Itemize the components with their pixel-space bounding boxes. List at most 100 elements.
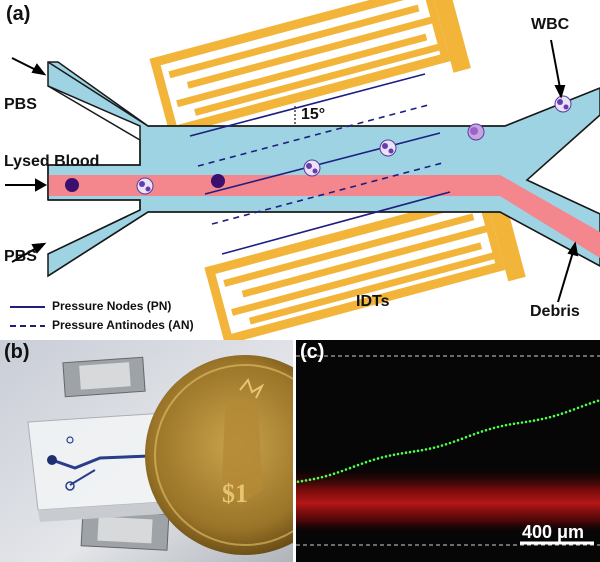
bead-dot xyxy=(460,437,464,441)
bead-dot xyxy=(320,475,324,479)
wbc-cell xyxy=(554,95,572,113)
pbs-top-label: PBS xyxy=(4,96,37,113)
bead-dot xyxy=(496,425,500,429)
bead-dot xyxy=(368,459,372,463)
bead-dot xyxy=(584,403,588,407)
bead-dot xyxy=(528,419,532,423)
bead-dot xyxy=(408,450,412,454)
bead-dot xyxy=(364,460,368,464)
bead-dot xyxy=(360,462,364,465)
bead-dot xyxy=(508,423,512,426)
channel-walls xyxy=(47,61,600,277)
bead-dot xyxy=(400,452,404,455)
bead-dot xyxy=(324,474,328,478)
bead-dot xyxy=(560,412,564,415)
bead-dot xyxy=(332,472,336,476)
bead-dot xyxy=(580,405,584,408)
rbc-cell xyxy=(211,174,225,188)
blood-stream xyxy=(47,165,600,258)
pressure-node-lines xyxy=(189,73,451,255)
bead-dot xyxy=(300,479,304,483)
bead-dot xyxy=(596,399,600,403)
bead-dot xyxy=(532,419,536,422)
bead-dot xyxy=(520,421,524,424)
bead-dot xyxy=(524,420,528,424)
panel-c-tag: (c) xyxy=(300,341,325,363)
bead-dot xyxy=(492,426,496,430)
bead-dot xyxy=(396,452,400,456)
bead-dot xyxy=(484,428,488,432)
panel-b-photo: $1 xyxy=(0,340,293,562)
wbc-cell xyxy=(467,123,485,141)
bead-dot xyxy=(552,414,556,418)
idts-label: IDTs xyxy=(356,293,390,310)
bead-dot xyxy=(428,447,432,450)
bead-dot xyxy=(296,480,300,483)
electrode-bottom xyxy=(80,509,170,551)
bead-dot xyxy=(412,450,416,453)
electrode-top xyxy=(62,356,146,398)
bead-dot xyxy=(416,449,420,453)
angle-label: 15° xyxy=(301,106,326,123)
bead-dot xyxy=(448,441,452,445)
bead-dot xyxy=(420,448,424,452)
panel-a-tag: (a) xyxy=(6,3,31,25)
bead-dot xyxy=(340,469,344,473)
bead-dot xyxy=(548,415,552,419)
annotation-arrows xyxy=(5,39,579,303)
wbc-cell xyxy=(379,139,397,157)
bead-dot xyxy=(488,427,492,431)
bead-dot xyxy=(336,471,340,474)
bead-dot xyxy=(472,432,476,436)
bead-dot xyxy=(380,456,384,459)
bead-dot xyxy=(308,478,312,482)
bead-dot xyxy=(328,473,332,477)
bead-dot xyxy=(516,421,520,425)
bead-dot xyxy=(404,451,408,455)
legend-pn-label: Pressure Nodes (PN) xyxy=(52,299,172,313)
bead-dot xyxy=(556,413,560,417)
bead-dot xyxy=(588,402,592,405)
bead-dot xyxy=(440,444,444,447)
cells xyxy=(65,95,572,195)
bead-dot xyxy=(572,408,576,411)
wbc-cell xyxy=(303,159,321,177)
bead-dot xyxy=(316,476,320,480)
bead-dot xyxy=(304,479,308,482)
bead-dot xyxy=(344,468,348,471)
bead-dot xyxy=(392,453,396,457)
lysed-blood-label: Lysed Blood xyxy=(4,153,100,170)
bead-dot xyxy=(468,434,472,438)
bead-dot xyxy=(540,417,544,421)
fluorescence-image xyxy=(296,340,600,562)
panel-c-fluorescence xyxy=(296,340,600,562)
bead-dot xyxy=(356,463,360,467)
pbs-bottom-label: PBS xyxy=(4,248,37,265)
bead-dot xyxy=(372,458,376,461)
panel-b-tag: (b) xyxy=(4,341,30,363)
device-photo: $1 xyxy=(0,340,293,562)
bead-dot xyxy=(464,435,468,439)
wbc-cell xyxy=(136,177,154,195)
wbc-label: WBC xyxy=(531,16,570,33)
bead-dot xyxy=(476,431,480,435)
bead-dot xyxy=(452,440,456,443)
rbc-cell xyxy=(65,178,79,192)
bead-dot xyxy=(568,409,572,413)
bead-dot xyxy=(436,445,440,448)
bead-dot xyxy=(564,410,568,414)
bead-dot xyxy=(384,455,388,458)
bead-dot xyxy=(388,454,392,457)
bead-dot xyxy=(376,457,380,460)
debris-label: Debris xyxy=(530,303,580,320)
bead-dot xyxy=(480,430,484,433)
coin xyxy=(145,355,293,555)
bead-dot xyxy=(544,416,548,420)
bead-dot xyxy=(536,418,540,422)
bead-dot xyxy=(592,400,596,404)
red-cell-band xyxy=(296,465,600,535)
legend-lines xyxy=(10,306,45,327)
coin-value: $1 xyxy=(222,479,248,508)
bead-dot xyxy=(432,446,436,449)
bead-dot xyxy=(456,438,460,442)
